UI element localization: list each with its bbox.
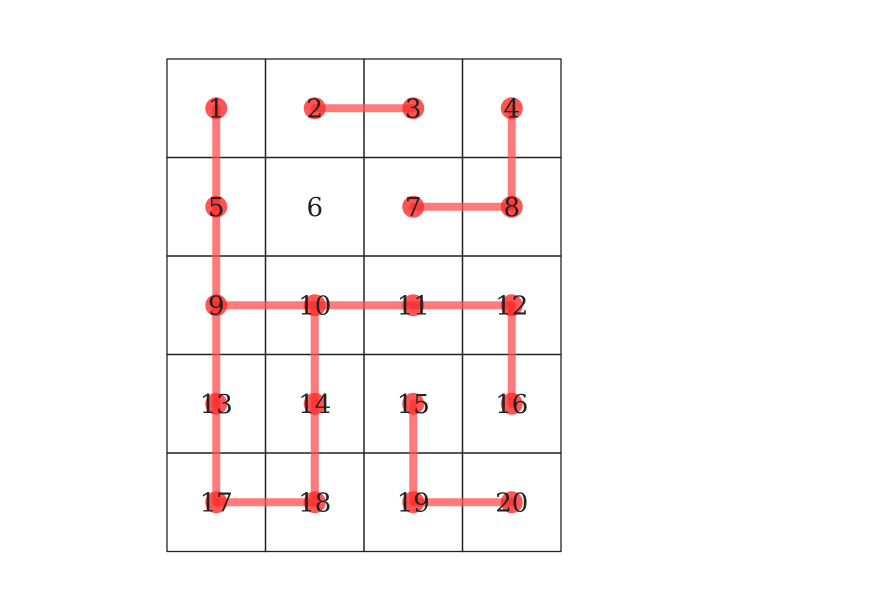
cell-label-2: 2 — [306, 94, 323, 124]
path-node-9 — [205, 294, 228, 317]
path-node-11 — [402, 294, 425, 317]
path-node-2 — [303, 97, 326, 120]
cell-label-10: 10 — [298, 291, 331, 321]
cell-label-4: 4 — [503, 94, 520, 124]
path-node-15 — [402, 392, 425, 415]
cell-label-15: 15 — [397, 390, 430, 420]
path-node-14 — [303, 392, 326, 415]
path-node-4 — [500, 97, 523, 120]
cell-label-7: 7 — [405, 193, 422, 223]
cell-label-19: 19 — [397, 488, 430, 518]
path-nodes — [205, 97, 523, 514]
cell-label-9: 9 — [208, 291, 225, 321]
cell-label-20: 20 — [495, 488, 528, 518]
path-node-1 — [205, 97, 228, 120]
cell-label-16: 16 — [495, 390, 528, 420]
path-node-12 — [500, 294, 523, 317]
cell-label-11: 11 — [397, 291, 430, 321]
cell-label-8: 8 — [503, 193, 520, 223]
cell-label-18: 18 — [298, 488, 331, 518]
cell-label-13: 13 — [200, 390, 233, 420]
cell-label-3: 3 — [405, 94, 422, 124]
cell-label-12: 12 — [495, 291, 528, 321]
path-node-17 — [205, 491, 228, 514]
path-node-3 — [402, 97, 425, 120]
cell-label-14: 14 — [298, 390, 331, 420]
path-node-20 — [500, 491, 523, 514]
path-node-18 — [303, 491, 326, 514]
cell-label-17: 17 — [200, 488, 233, 518]
path-node-16 — [500, 392, 523, 415]
path-edges — [212, 104, 516, 507]
path-node-8 — [500, 195, 523, 218]
path-node-7 — [402, 195, 425, 218]
path-node-19 — [402, 491, 425, 514]
path-node-5 — [205, 195, 228, 218]
cell-label-1: 1 — [208, 94, 225, 124]
cell-label-6: 6 — [306, 193, 323, 223]
path-node-10 — [303, 294, 326, 317]
cell-label-5: 5 — [208, 193, 225, 223]
path-node-13 — [205, 392, 228, 415]
